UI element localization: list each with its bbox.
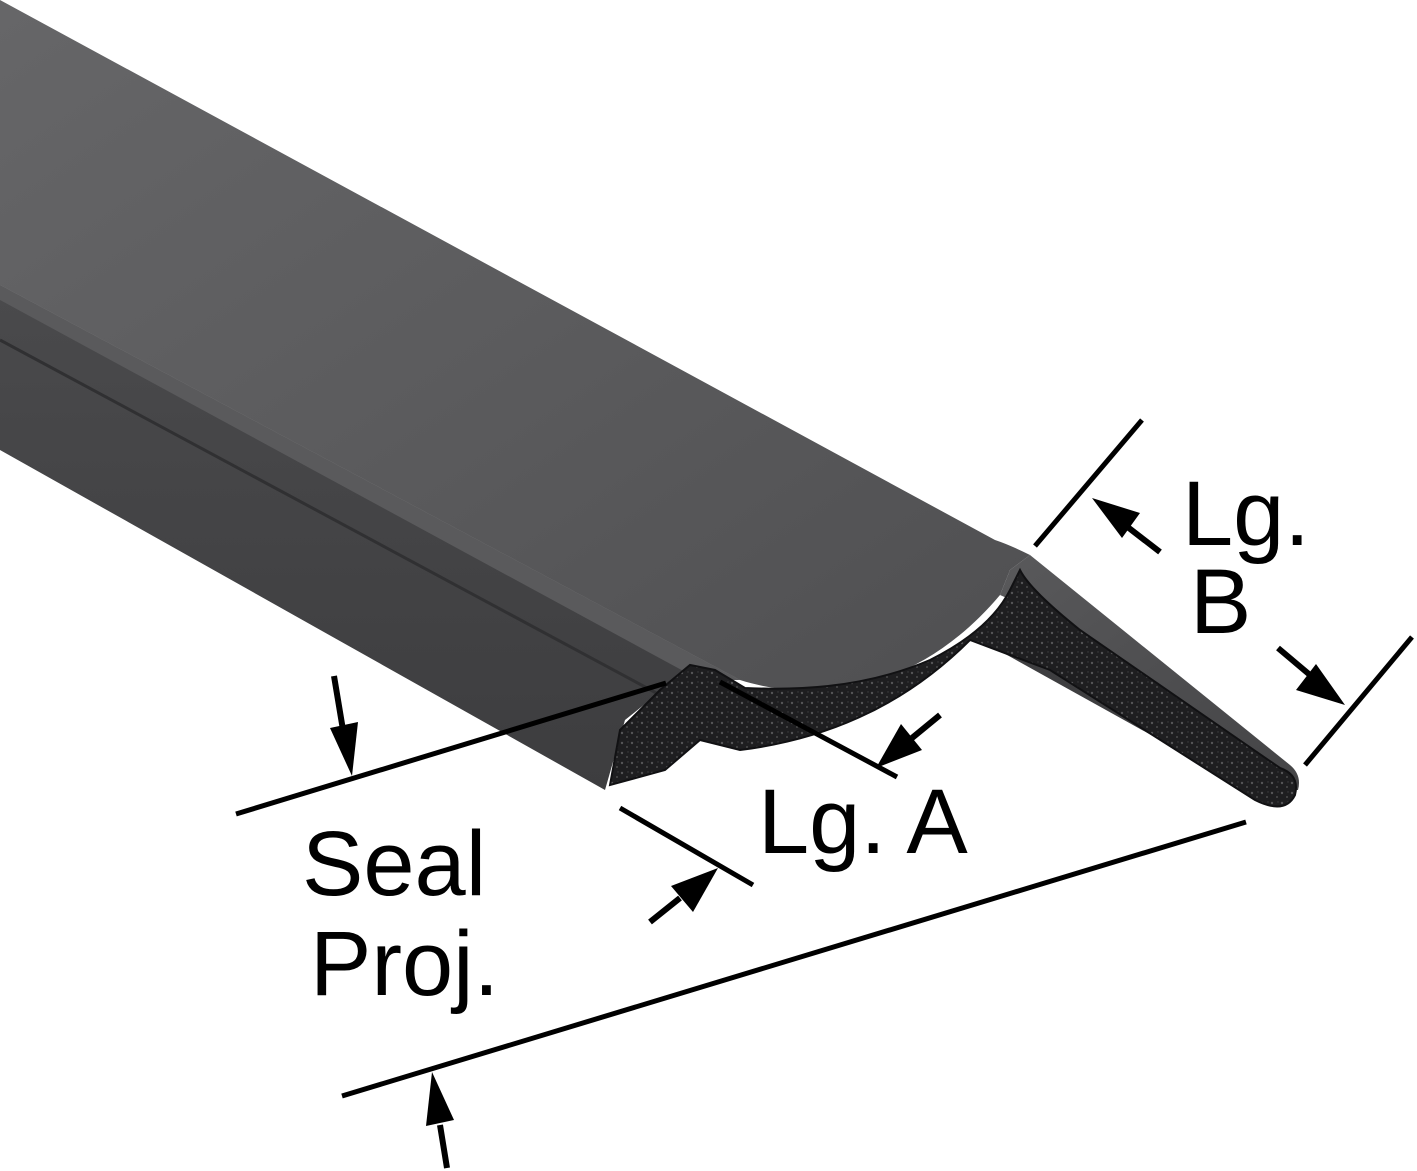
length-b-arrow-bottom-head [1296, 664, 1345, 705]
seal-projection-arrow-lower-head [671, 868, 718, 912]
dimension-seal-projection [235, 675, 1247, 1169]
length-b-arrow-bottom-shaft [1276, 645, 1312, 678]
seal-projection-label-line2: Proj. [310, 913, 499, 1015]
seal-foam-cross-section [608, 567, 1297, 808]
length-b-label-line2: B [1190, 551, 1251, 653]
seal-top-surface [0, 0, 1030, 691]
length-a-label: Lg. A [758, 771, 968, 873]
seal-projection-bottom-line [341, 819, 1247, 1099]
seal-projection-arrow-bottom-shaft [437, 1124, 450, 1169]
dimension-length-b [1033, 418, 1414, 767]
seal-projection-arrow-top-shaft [331, 675, 346, 731]
length-b-label-line1: Lg. [1182, 463, 1310, 565]
seal-projection-label-line1: Seal [302, 813, 486, 915]
length-b-extension-bottom [1303, 635, 1414, 767]
length-a-extension-line [718, 679, 899, 780]
seal-projection-lower-extension [618, 805, 755, 888]
seal-flange-crease [0, 338, 661, 697]
seal-flange-edge [0, 285, 740, 680]
length-b-arrow-top-shaft [1123, 522, 1162, 555]
length-a-arrow-shaft [910, 712, 942, 741]
seal-projection-top-line [235, 680, 667, 817]
length-a-arrow-head [876, 724, 922, 768]
dimension-length-a [718, 679, 942, 780]
seal-projection-arrow-lower-shaft [648, 895, 682, 925]
seal-projection-arrow-top-head [330, 722, 358, 776]
length-b-extension-top [1033, 418, 1144, 548]
rubber-seal-strip [0, 0, 1299, 808]
length-b-arrow-top-head [1092, 498, 1140, 538]
seal-projection-arrow-bottom-head [426, 1072, 454, 1126]
